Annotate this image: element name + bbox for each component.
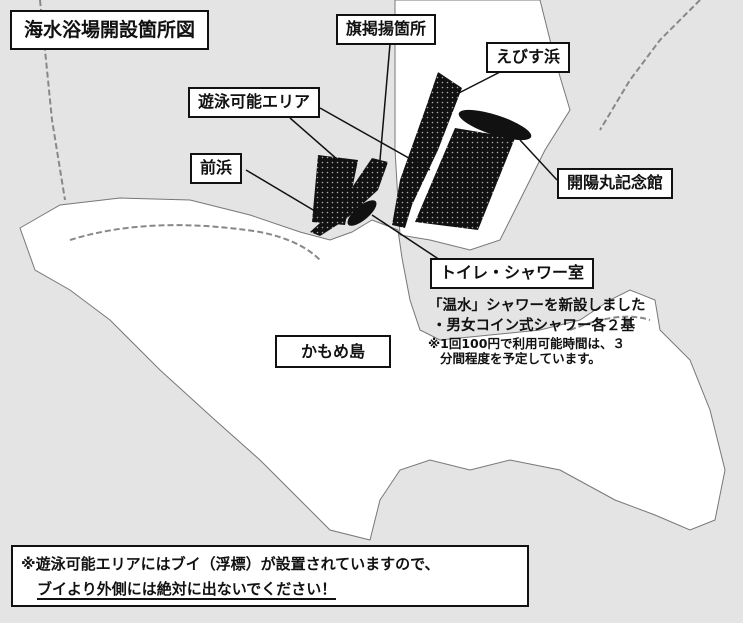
note-line-2: ・男女コイン式シャワー各２基: [432, 318, 635, 334]
note-line-3: ※1回100円で利用可能時間は、３: [428, 336, 625, 351]
shower-notes: 「温水」シャワーを新設しました ・男女コイン式シャワー各２基 ※1回100円で利…: [428, 296, 646, 366]
label-flag-location: 旗掲揚箇所: [336, 14, 437, 45]
label-toilet-shower: トイレ・シャワー室: [430, 258, 595, 289]
label-kaiyomaru: 開陽丸記念館: [557, 168, 674, 199]
buoy-warning-box: ※遊泳可能エリアにはブイ（浮標）が設置されていますので、 ブイより外側には絶対に…: [11, 545, 529, 607]
label-ebisu-beach: えびす浜: [486, 42, 571, 73]
maehama-beach-strip: [310, 158, 388, 236]
label-swim-area: 遊泳可能エリア: [188, 87, 321, 118]
swim-area-east: [415, 128, 515, 230]
island-land: [19, 197, 726, 541]
ebisu-beach-strip: [392, 72, 462, 228]
label-kamome-island: かもめ島: [275, 335, 392, 368]
warning-line-2: ブイより外側には絶対に出ないでください！: [37, 580, 337, 600]
note-line-4: 分間程度を予定しています。: [440, 351, 601, 366]
map-title: 海水浴場開設箇所図: [10, 10, 210, 50]
note-line-1: 「温水」シャワーを新設しました: [428, 298, 646, 314]
warning-line-1: ※遊泳可能エリアにはブイ（浮標）が設置されていますので、: [21, 555, 440, 573]
label-maehama: 前浜: [190, 153, 243, 184]
toilet-shower-building: [347, 200, 377, 226]
road: [39, 0, 701, 331]
kaiyomaru-pier: [458, 109, 532, 141]
leader-lines: [245, 43, 558, 261]
